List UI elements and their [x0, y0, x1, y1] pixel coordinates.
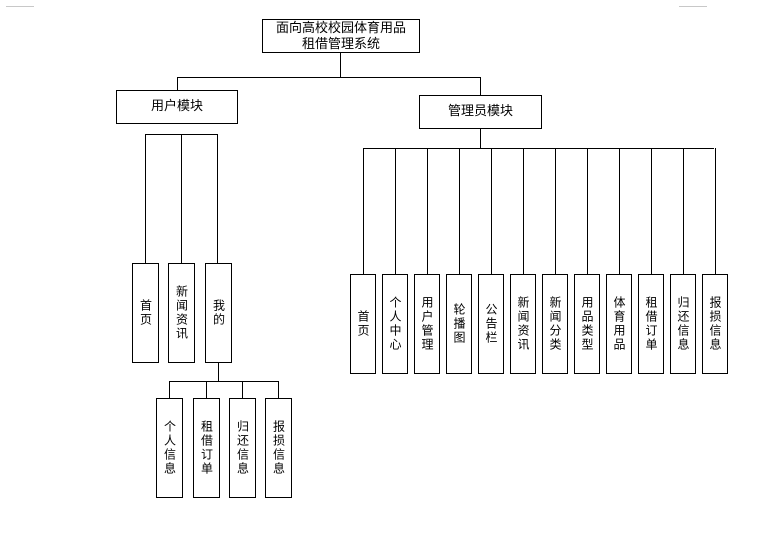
- admin-item-label: 报损信息: [708, 296, 722, 352]
- connector-to-admin-module: [480, 77, 481, 96]
- connector-admin-item-1: [363, 148, 364, 274]
- admin-item-bulletin: 公告栏: [478, 274, 504, 374]
- connector-admin-bus: [363, 148, 714, 149]
- admin-item-rental-orders: 租借订单: [638, 274, 664, 374]
- connector-my-sub-3: [242, 381, 243, 399]
- admin-item-home: 首页: [350, 274, 376, 374]
- my-sub-personal-info: 个人信息: [156, 398, 183, 498]
- admin-item-damage-info: 报损信息: [702, 274, 728, 374]
- admin-item-label: 归还信息: [676, 296, 690, 352]
- connector-admin-item-2: [395, 148, 396, 274]
- admin-module-node: 管理员模块: [419, 95, 542, 129]
- connector-admin-item-10: [651, 148, 652, 274]
- admin-item-label: 体育用品: [612, 296, 626, 352]
- user-module-title: 用户模块: [150, 99, 203, 114]
- root-title-line1: 面向高校校园体育用品: [275, 21, 406, 36]
- connector-admin-item-9: [619, 148, 620, 274]
- user-item-home: 首页: [132, 263, 159, 363]
- admin-item-label: 个人中心: [388, 296, 402, 352]
- admin-item-news-category: 新闻分类: [542, 274, 568, 374]
- my-sub-label: 报损信息: [271, 420, 286, 476]
- user-item-label: 新闻资讯: [174, 285, 189, 341]
- my-sub-damage-info: 报损信息: [265, 398, 292, 498]
- user-item-news: 新闻资讯: [168, 263, 195, 363]
- admin-item-carousel: 轮播图: [446, 274, 472, 374]
- admin-item-label: 新闻资讯: [516, 296, 530, 352]
- connector-root-down: [340, 53, 341, 78]
- connector-admin-item-6: [523, 148, 524, 274]
- connector-my-down: [218, 363, 219, 382]
- root-title-line2: 租借管理系统: [301, 37, 380, 52]
- connector-root-bus: [177, 77, 480, 78]
- admin-item-label: 租借订单: [644, 296, 658, 352]
- user-module-node: 用户模块: [116, 90, 238, 124]
- admin-item-label: 新闻分类: [548, 296, 562, 352]
- connector-admin-item-7: [555, 148, 556, 274]
- user-item-label: 我的: [211, 299, 226, 327]
- my-sub-label: 个人信息: [162, 420, 177, 476]
- my-sub-label: 归还信息: [235, 420, 250, 476]
- admin-item-label: 用户管理: [420, 296, 434, 352]
- admin-item-personal-center: 个人中心: [382, 274, 408, 374]
- connector-admin-item-5: [491, 148, 492, 274]
- admin-item-news: 新闻资讯: [510, 274, 536, 374]
- connector-user-item-3: [217, 134, 218, 264]
- connector-user-item-1: [145, 134, 146, 264]
- admin-item-user-management: 用户管理: [414, 274, 440, 374]
- connector-admin-item-3: [427, 148, 428, 274]
- admin-item-return-info: 归还信息: [670, 274, 696, 374]
- admin-item-label: 轮播图: [452, 303, 466, 345]
- admin-item-label: 首页: [356, 310, 370, 338]
- connector-my-sub-1: [169, 381, 170, 399]
- connector-admin-down: [480, 129, 481, 148]
- connector-admin-item-11: [683, 148, 684, 274]
- user-item-my: 我的: [205, 263, 232, 363]
- connector-to-user-module: [177, 77, 178, 91]
- my-sub-rental-orders: 租借订单: [193, 398, 220, 498]
- admin-module-title: 管理员模块: [447, 104, 513, 119]
- user-item-label: 首页: [138, 299, 153, 327]
- page-corner-mark-left: [6, 0, 34, 7]
- connector-admin-item-8: [587, 148, 588, 274]
- my-sub-label: 租借订单: [199, 420, 214, 476]
- my-sub-return-info: 归还信息: [229, 398, 256, 498]
- connector-admin-item-12: [715, 148, 716, 274]
- connector-my-bus: [169, 381, 279, 382]
- connector-my-sub-4: [278, 381, 279, 399]
- connector-my-sub-2: [206, 381, 207, 399]
- admin-item-label: 公告栏: [484, 303, 498, 345]
- admin-item-goods-type: 用品类型: [574, 274, 600, 374]
- connector-user-item-2: [181, 134, 182, 264]
- admin-item-label: 用品类型: [580, 296, 594, 352]
- connector-admin-item-4: [459, 148, 460, 274]
- admin-item-sports-goods: 体育用品: [606, 274, 632, 374]
- root-node: 面向高校校园体育用品 租借管理系统: [262, 19, 420, 53]
- page-corner-mark-right: [679, 0, 707, 7]
